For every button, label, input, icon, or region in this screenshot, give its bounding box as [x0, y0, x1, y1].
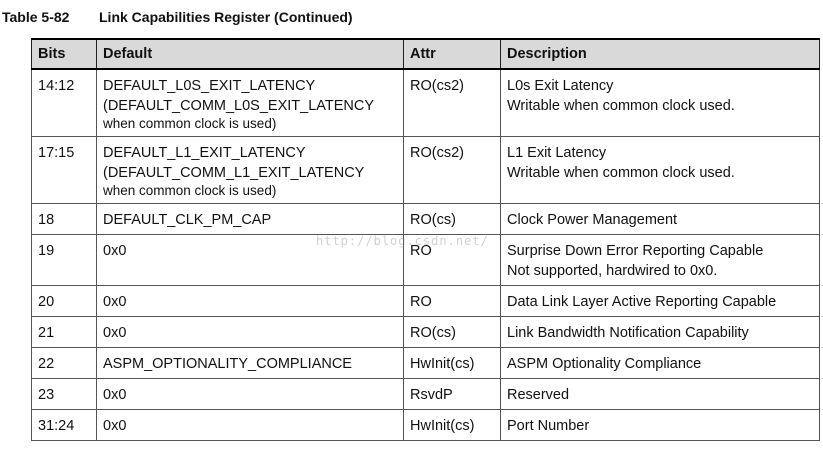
default-line: 0x0	[103, 325, 127, 341]
description-line: Port Number	[507, 418, 590, 434]
table-row: 23 0x0 RsvdP Reserved	[31, 378, 820, 410]
table-row: 14:12 DEFAULT_L0S_EXIT_LATENCY (DEFAULT_CO…	[31, 68, 820, 137]
default-line: (DEFAULT_COMM_L1_EXIT_LATENCY	[103, 165, 365, 181]
default-note: when common clock is used)	[103, 183, 277, 198]
description-line: Clock Power Management	[507, 212, 678, 228]
cell-attr: RO	[403, 234, 501, 286]
cell-default: DEFAULT_L1_EXIT_LATENCY (DEFAULT_COMM_L1_…	[96, 136, 404, 204]
cell-bits: 20	[31, 285, 97, 317]
cell-default: 0x0	[96, 378, 404, 410]
default-line: 0x0	[103, 294, 127, 310]
default-line: 0x0	[103, 387, 127, 403]
table-caption: Table 5-82 Link Capabilities Register (Co…	[2, 9, 353, 25]
table-row: 21 0x0 RO(cs) Link Bandwidth Notification C…	[31, 316, 820, 348]
description-line: Writable when common clock used.	[507, 165, 735, 181]
description-line: L0s Exit Latency	[507, 78, 614, 94]
description-line: Surprise Down Error Reporting Capable	[507, 243, 764, 259]
cell-default: 0x0	[96, 409, 404, 441]
description-line: Reserved	[507, 387, 570, 403]
default-line: DEFAULT_L0S_EXIT_LATENCY	[103, 78, 316, 94]
header-default: Default	[96, 38, 404, 70]
default-note: when common clock is used)	[103, 116, 277, 131]
cell-default: 0x0	[96, 285, 404, 317]
table-title: Link Capabilities Register (Continued)	[99, 9, 353, 25]
header-row: Bits Default Attr Description	[31, 38, 820, 70]
cell-default: 0x0	[96, 234, 404, 286]
cell-bits: 31:24	[31, 409, 97, 441]
cell-bits: 21	[31, 316, 97, 348]
cell-default: DEFAULT_CLK_PM_CAP	[96, 203, 404, 235]
description-line: Writable when common clock used.	[507, 98, 735, 114]
cell-bits: 17:15	[31, 136, 97, 204]
description-line: L1 Exit Latency	[507, 145, 607, 161]
description-line: Link Bandwidth Notification Capability	[507, 325, 749, 341]
cell-description: Clock Power Management	[500, 203, 820, 235]
default-line: (DEFAULT_COMM_L0S_EXIT_LATENCY	[103, 98, 375, 114]
table-number: Table 5-82	[2, 9, 70, 25]
cell-description: Reserved	[500, 378, 820, 410]
cell-bits: 14:12	[31, 68, 97, 137]
cell-attr: RO(cs2)	[403, 68, 501, 137]
description-line: Data Link Layer Active Reporting Capable	[507, 294, 777, 310]
cell-attr: RO(cs)	[403, 203, 501, 235]
table-row: 17:15 DEFAULT_L1_EXIT_LATENCY (DEFAULT_COM…	[31, 136, 820, 204]
default-line: ASPM_OPTIONALITY_COMPLIANCE	[103, 356, 352, 372]
cell-bits: 19	[31, 234, 97, 286]
cell-bits: 23	[31, 378, 97, 410]
default-line: DEFAULT_CLK_PM_CAP	[103, 212, 272, 228]
cell-attr: HwInit(cs)	[403, 409, 501, 441]
cell-attr: RsvdP	[403, 378, 501, 410]
table-row: 18 DEFAULT_CLK_PM_CAP RO(cs) Clock Power Ma…	[31, 203, 820, 235]
default-line: 0x0	[103, 243, 127, 259]
table-row: 20 0x0 RO Data Link Layer Active Reporting …	[31, 285, 820, 317]
cell-description: Data Link Layer Active Reporting Capable	[500, 285, 820, 317]
header-attr: Attr	[403, 38, 501, 70]
cell-attr: RO(cs2)	[403, 136, 501, 204]
description-line: ASPM Optionality Compliance	[507, 356, 702, 372]
cell-description: Port Number	[500, 409, 820, 441]
cell-default: ASPM_OPTIONALITY_COMPLIANCE	[96, 347, 404, 379]
header-bits: Bits	[31, 38, 97, 70]
description-line: Not supported, hardwired to 0x0.	[507, 263, 718, 279]
cell-description: ASPM Optionality Compliance	[500, 347, 820, 379]
cell-attr: RO(cs)	[403, 316, 501, 348]
cell-attr: RO	[403, 285, 501, 317]
table-row: 31:24 0x0 HwInit(cs) Port Number	[31, 409, 820, 441]
cell-bits: 22	[31, 347, 97, 379]
cell-default: 0x0	[96, 316, 404, 348]
cell-bits: 18	[31, 203, 97, 235]
default-line: 0x0	[103, 418, 127, 434]
cell-description: Link Bandwidth Notification Capability	[500, 316, 820, 348]
cell-attr: HwInit(cs)	[403, 347, 501, 379]
default-line: DEFAULT_L1_EXIT_LATENCY	[103, 145, 306, 161]
table-body: 14:12 DEFAULT_L0S_EXIT_LATENCY (DEFAULT_CO…	[31, 68, 820, 441]
table-row: 22 ASPM_OPTIONALITY_COMPLIANCE HwInit(cs) A…	[31, 347, 820, 379]
header-description: Description	[500, 38, 820, 70]
cell-default: DEFAULT_L0S_EXIT_LATENCY (DEFAULT_COMM_L0…	[96, 68, 404, 137]
